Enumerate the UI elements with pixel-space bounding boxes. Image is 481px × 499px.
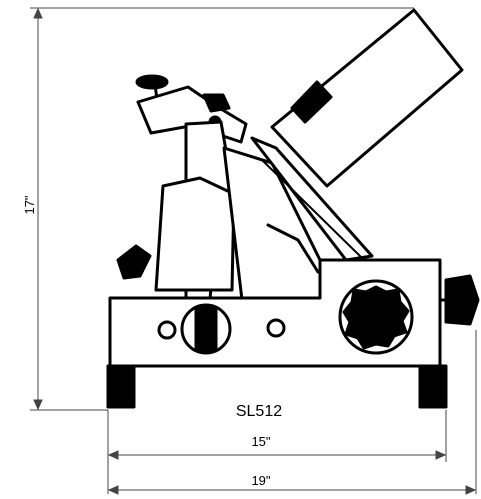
- right-foot: [418, 364, 448, 409]
- base-width-label: 15": [251, 434, 270, 449]
- height-label: 17": [22, 195, 37, 214]
- overall-width-label: 19": [251, 473, 270, 488]
- height-arrow-bottom: [33, 399, 43, 411]
- slicer-body: [154, 176, 236, 292]
- thickness-dial-icon: [342, 285, 410, 350]
- indicator-light-left: [157, 320, 177, 340]
- table-arm: [250, 136, 374, 262]
- base-width-arrow-left: [107, 450, 119, 460]
- indicator-light-right: [266, 318, 286, 338]
- carriage-guard: [270, 8, 464, 188]
- left-knob-icon: [116, 244, 152, 280]
- overall-width-arrow-right: [465, 485, 477, 495]
- table-arm-ridge: [261, 159, 361, 257]
- dimension-lines: [30, 7, 477, 495]
- left-foot: [106, 364, 136, 409]
- overall-width-arrow-left: [107, 485, 119, 495]
- top-knob-icon: [135, 74, 169, 90]
- model-label: SL512: [236, 403, 282, 420]
- sharpener-detail: [202, 93, 231, 113]
- slicer-drawing: [106, 8, 480, 409]
- base-width-arrow-right: [435, 450, 447, 460]
- power-knob-grip: [194, 305, 218, 353]
- side-plate-edge: [266, 223, 320, 274]
- height-arrow-top: [33, 7, 43, 19]
- right-knob-icon: [444, 274, 480, 326]
- guard-handle: [290, 80, 333, 124]
